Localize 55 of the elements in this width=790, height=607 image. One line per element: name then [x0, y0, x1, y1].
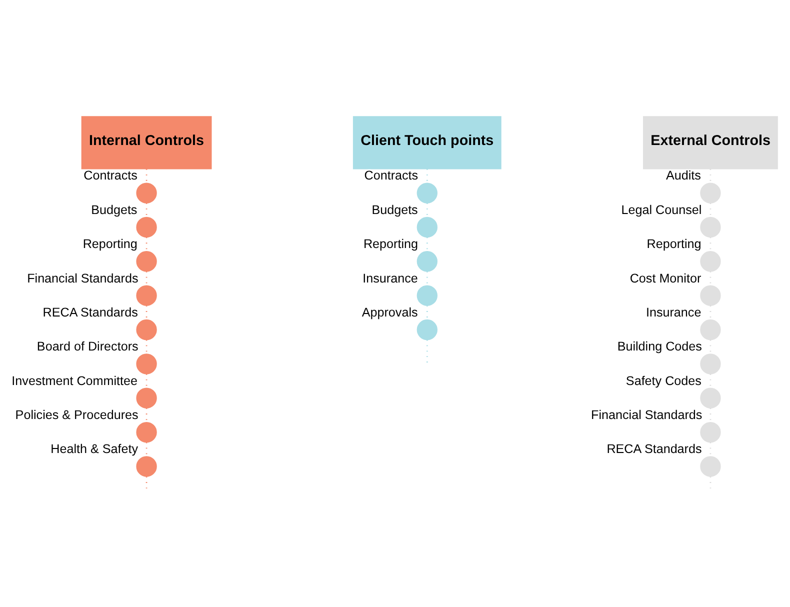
- node-circle: [136, 216, 157, 238]
- node-label: Health & Safety: [50, 442, 138, 456]
- node-circle: [136, 387, 157, 408]
- node-circle: [700, 353, 721, 374]
- connector: [146, 168, 148, 182]
- node-circle: [700, 216, 721, 238]
- node-circle: [136, 353, 157, 374]
- node-circle: [136, 456, 157, 476]
- node-circle: [136, 318, 157, 340]
- node-circle: [136, 421, 157, 442]
- node-label: Financial Standards: [27, 270, 138, 285]
- node-label: Reporting: [646, 236, 702, 251]
- node-circle: [416, 182, 438, 203]
- node-label: Approvals: [362, 304, 418, 319]
- node-label: Audits: [666, 168, 701, 182]
- node-circle: [700, 421, 721, 442]
- node-circle: [136, 182, 157, 203]
- node-box: Internal Controls: [81, 116, 212, 169]
- node-circle: [136, 284, 157, 306]
- node-label: Reporting: [82, 236, 138, 251]
- node-label: Safety Codes: [626, 373, 702, 388]
- node-label: RECA Standards: [606, 442, 702, 456]
- node-circle: [136, 250, 157, 272]
- node-label: Building Codes: [617, 339, 702, 354]
- node-circle: [416, 318, 438, 340]
- node-label: Policies & Procedures: [15, 407, 138, 422]
- node-label: Contracts: [364, 168, 418, 182]
- connector: [146, 271, 148, 285]
- node-box: Client Touch points: [352, 116, 502, 169]
- node-label: Budgets: [91, 202, 138, 216]
- node-circle: [416, 216, 438, 238]
- connector: [146, 236, 148, 251]
- node-label: RECA Standards: [42, 304, 138, 319]
- node-box: External Controls: [643, 116, 778, 169]
- node-circle: [700, 284, 721, 306]
- node-label: Investment Committee: [12, 373, 138, 388]
- node-circle: [700, 387, 721, 408]
- node-label: Board of Directors: [36, 339, 138, 354]
- connector: [146, 442, 148, 456]
- node-label: Financial Standards: [591, 407, 702, 422]
- node-label: Legal Counsel: [621, 202, 702, 216]
- node-circle: [700, 182, 721, 203]
- node-circle: [700, 456, 721, 476]
- connector: [146, 339, 148, 354]
- node-label: Contracts: [84, 168, 138, 182]
- node-circle: [700, 318, 721, 340]
- node-label: Insurance: [362, 270, 418, 285]
- node-label: Reporting: [363, 236, 418, 251]
- connector: [146, 374, 148, 388]
- node-label: Budgets: [372, 202, 418, 216]
- node-circle: [416, 284, 438, 306]
- node-circle: [700, 250, 721, 272]
- node-label: Insurance: [646, 304, 702, 319]
- node-circle: [416, 250, 438, 272]
- node-label: Cost Monitor: [630, 270, 702, 285]
